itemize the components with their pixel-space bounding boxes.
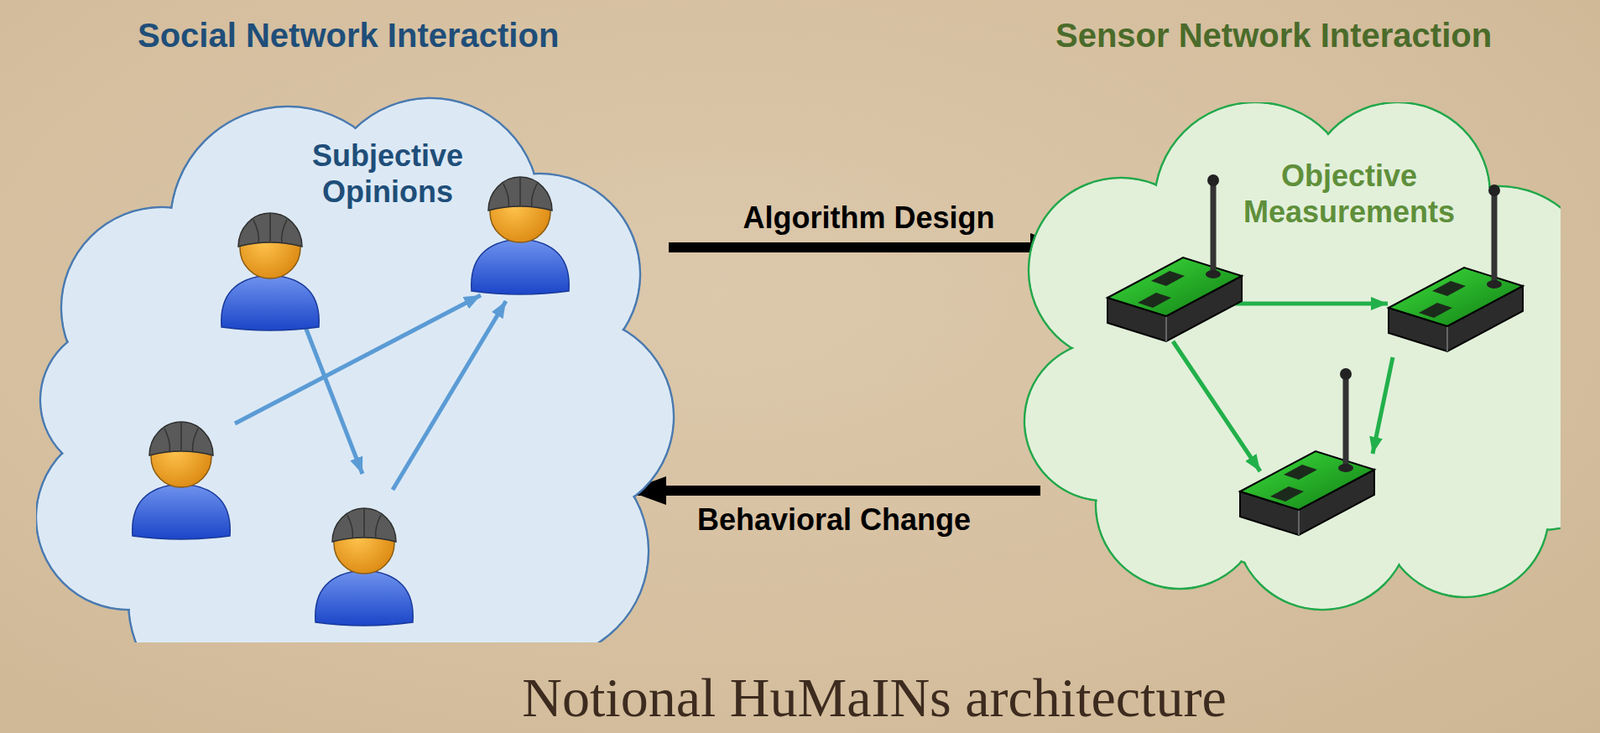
- sensor-chip: [1418, 302, 1453, 318]
- sensor-node-icon: [1107, 174, 1242, 342]
- cap-seam: [503, 177, 537, 208]
- sensor-edge: [1297, 510, 1300, 536]
- illustration-arrow: [301, 316, 363, 475]
- person-icon: [221, 213, 319, 331]
- flow-arrow: [668, 242, 1069, 253]
- network-heading: Social Network Interaction: [137, 15, 559, 56]
- illustration: [132, 177, 569, 626]
- sensor-edge: [1446, 326, 1449, 352]
- cloud-lobe: [1104, 169, 1507, 573]
- sensor-board: [1240, 451, 1375, 511]
- sensor-board: [1388, 267, 1523, 327]
- person-body: [132, 484, 230, 540]
- person-icon: [315, 508, 413, 626]
- sensor-chip: [1270, 486, 1304, 502]
- antenna-tip: [1207, 174, 1220, 187]
- antenna-base: [1205, 270, 1221, 279]
- antenna-base: [1486, 280, 1502, 289]
- cloud-label: Objective Measurements: [1210, 157, 1488, 230]
- sensor-node-icon: [1240, 368, 1375, 536]
- sensor-chip: [1432, 281, 1466, 297]
- sensor-network-cloud: Sensor Network InteractionObjective Meas…: [1020, 102, 1561, 613]
- illustration-arrow: [392, 301, 506, 490]
- person-icon: [132, 422, 230, 540]
- sensor-chip: [1151, 271, 1185, 287]
- cap-seam: [164, 422, 199, 453]
- flow-arrow: [627, 485, 1041, 496]
- social-network-cloud: Social Network InteractionSubjective Opi…: [36, 81, 679, 643]
- sensor-board: [1107, 257, 1242, 317]
- cloud-label: Subjective Opinions: [270, 137, 506, 210]
- edge-label: Behavioral Change: [697, 502, 971, 538]
- person-icon: [471, 177, 569, 295]
- sensor-chip: [1283, 464, 1318, 480]
- person-cap: [238, 213, 303, 247]
- sensor-chip: [1137, 292, 1172, 308]
- person-body: [471, 239, 569, 295]
- network-heading: Sensor Network Interaction: [1055, 15, 1492, 56]
- cap-seam: [253, 213, 287, 244]
- sensor-antenna: [1210, 182, 1217, 275]
- illustration-arrow: [1372, 357, 1393, 454]
- antenna-base: [1338, 463, 1354, 473]
- person-cap: [332, 508, 397, 543]
- sensor-antenna: [1343, 376, 1350, 469]
- illustration-arrow: [1172, 341, 1261, 472]
- antenna-tip: [1339, 368, 1352, 381]
- figure-caption: Notional HuMaINs architecture: [521, 666, 1226, 730]
- antenna-tip: [1488, 184, 1501, 197]
- cap-seam: [347, 509, 381, 539]
- sensor-edge: [1165, 316, 1168, 342]
- sensor-antenna: [1491, 192, 1498, 285]
- illustration-arrow: [1219, 302, 1388, 307]
- person-body: [315, 570, 413, 626]
- person-cap: [149, 422, 214, 456]
- edge-label: Algorithm Design: [742, 200, 995, 236]
- person-body: [221, 275, 319, 331]
- cloud-fill: [1105, 171, 1507, 572]
- person-cap: [488, 177, 553, 211]
